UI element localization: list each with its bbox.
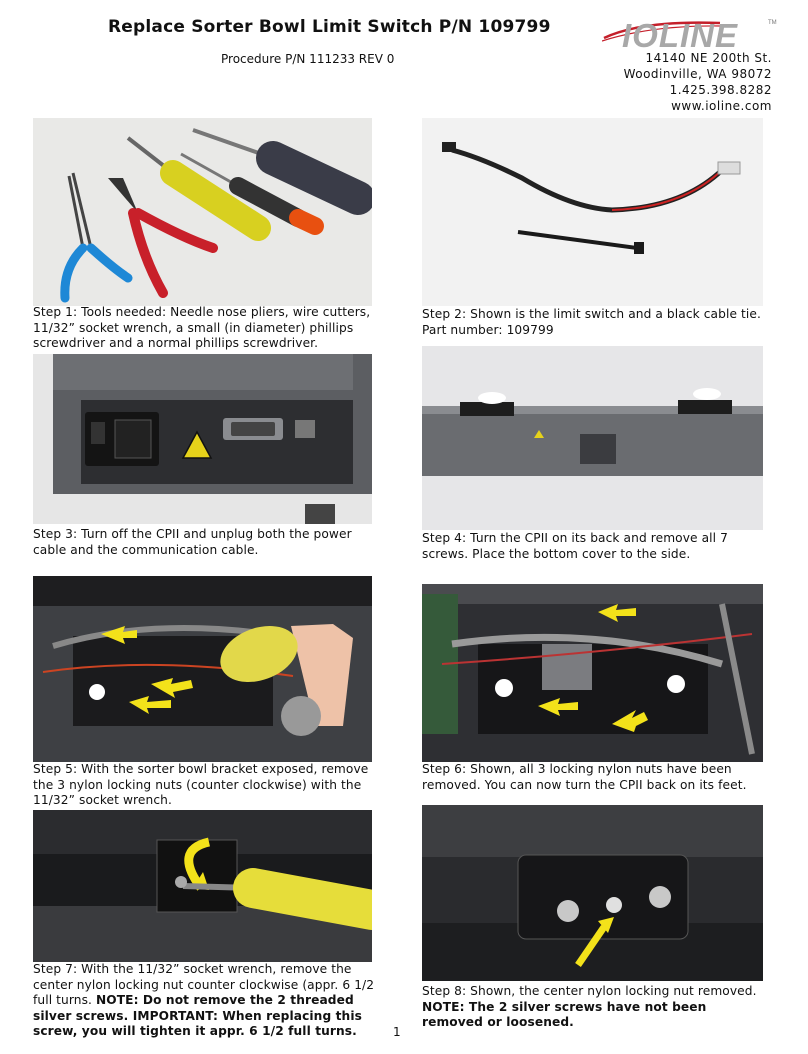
address-city: Woodinville, WA 98072 [623,67,772,81]
ioline-logo: IOLINE TM [602,14,780,54]
step6-caption: Step 6: Shown, all 3 locking nylon nuts … [422,762,747,792]
trademark: TM [768,20,777,26]
step4-photo-on-back [422,346,763,530]
page-title: Replace Sorter Bowl Limit Switch P/N 109… [108,17,551,37]
step2-photo-limit-switch [422,118,763,306]
address-website: www.ioline.com [671,99,772,113]
step6-photo-nuts-removed [422,584,763,762]
step5-caption: Step 5: With the sorter bowl bracket exp… [33,762,369,807]
page-number: 1 [393,1025,401,1039]
step1-photo-tools [33,118,372,306]
address-street: 14140 NE 200th St. [645,51,772,65]
logo-text: IOLINE [622,17,738,54]
step1-caption: Step 1: Tools needed: Needle nose pliers… [33,305,371,350]
step5-photo-bracket [33,576,372,762]
address-phone: 1.425.398.8282 [669,83,772,97]
step8-text: Step 8: Shown, the center nylon locking … [422,984,757,998]
step8-caption: Step 8: Shown, the center nylon locking … [422,984,767,1031]
step8-photo-nut-removed [422,805,763,981]
step4-caption: Step 4: Turn the CPII on its back and re… [422,531,728,561]
company-address: 14140 NE 200th St. Woodinville, WA 98072… [600,50,772,114]
step7-note: NOTE: Do not remove the 2 threaded silve… [33,993,362,1038]
step7-photo-remove-nut [33,810,372,962]
step7-caption: Step 7: With the 11/32” socket wrench, r… [33,962,378,1040]
procedure-number: Procedure P/N 111233 REV 0 [221,52,395,66]
step8-note: NOTE: The 2 silver screws have not been … [422,999,707,1030]
step7-text: Step 7: With the 11/32” socket wrench, r… [33,962,375,1007]
step3-photo-back-panel [33,354,372,524]
step2-caption: Step 2: Shown is the limit switch and a … [422,307,761,337]
step3-caption: Step 3: Turn off the CPII and unplug bot… [33,527,352,557]
